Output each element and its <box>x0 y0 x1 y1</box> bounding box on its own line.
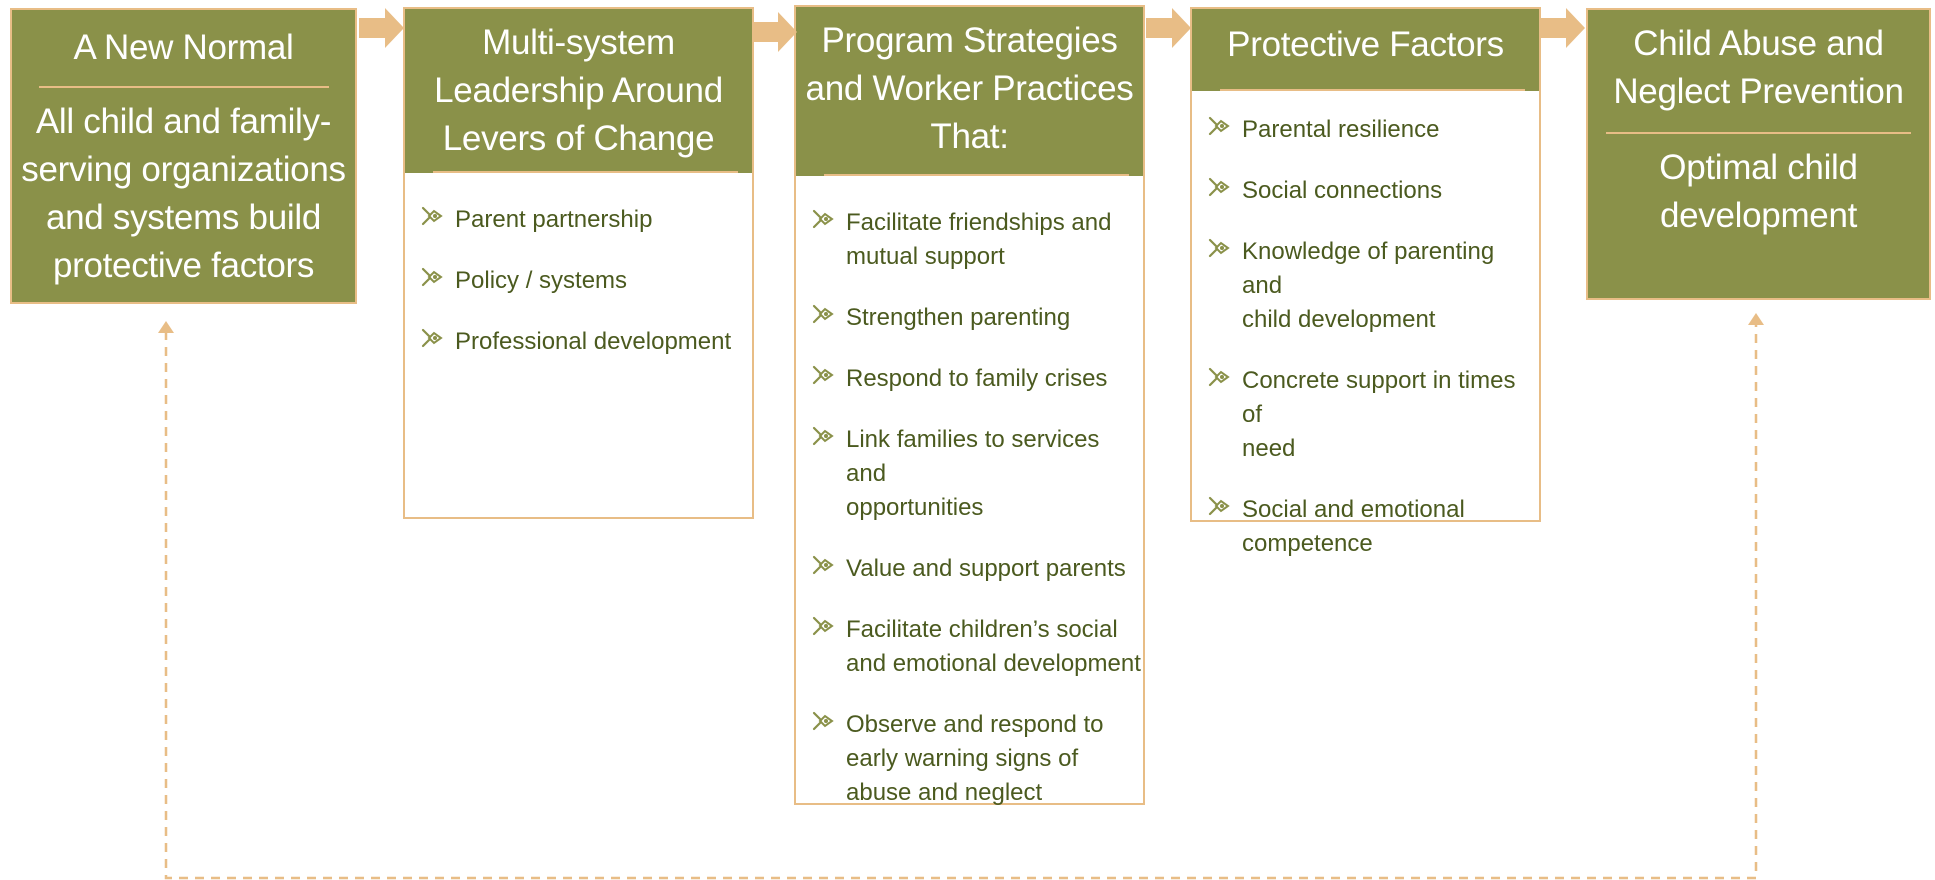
box-new-normal-body: All child and family- serving organizati… <box>12 88 355 290</box>
right-arrow-icon <box>1146 8 1191 48</box>
item-line: need <box>1242 435 1296 462</box>
pin-bullet-icon <box>1208 367 1230 387</box>
pin-bullet-icon <box>812 304 834 324</box>
body-line: protective factors <box>52 246 315 285</box>
pin-bullet-icon <box>421 267 443 287</box>
pin-bullet-icon <box>1208 116 1230 136</box>
list-item: Facilitate children’s social and emotion… <box>796 613 1143 681</box>
divider <box>38 86 329 88</box>
item-line: Professional development <box>455 328 732 355</box>
body-line: Optimal child <box>1659 148 1858 187</box>
pin-bullet-icon <box>812 555 834 575</box>
title-line: Protective Factors <box>1227 25 1504 64</box>
list-item: Professional development <box>405 325 752 359</box>
pin-bullet-icon <box>812 616 834 636</box>
pin-bullet-icon <box>1208 496 1230 516</box>
pin-bullet-icon <box>421 206 443 226</box>
item-line: child development <box>1242 306 1436 333</box>
list-item: Value and support parents <box>796 552 1143 586</box>
body-line: development <box>1659 196 1858 235</box>
body-line: All child and family- <box>35 102 332 141</box>
title-line: Levers of Change <box>442 119 715 158</box>
item-line: Facilitate children’s social <box>846 616 1118 643</box>
box-protective-factors: Protective Factors Parental resilience S… <box>1190 7 1541 557</box>
box-new-normal-title: A New Normal <box>73 28 294 67</box>
list-item: Policy / systems <box>405 264 752 298</box>
list-item: Parental resilience <box>1192 113 1539 147</box>
list-item: Parent partnership <box>405 203 752 237</box>
right-arrow-icon <box>752 12 797 52</box>
list-item: Link families to services and opportunit… <box>796 423 1143 525</box>
divider <box>433 171 738 173</box>
item-line: competence <box>1242 530 1373 557</box>
title-line: Leadership Around <box>434 71 723 110</box>
item-line: Social and emotional <box>1242 496 1465 523</box>
list-item: Concrete support in times of need <box>1192 364 1539 466</box>
pin-bullet-icon <box>1208 177 1230 197</box>
box-protective-header: Protective Factors <box>1192 9 1539 91</box>
pin-bullet-icon <box>1208 238 1230 258</box>
item-line: Strengthen parenting <box>846 304 1071 331</box>
item-line: Concrete support in times of <box>1242 367 1516 428</box>
box-prevention-title: Child Abuse and Neglect Prevention <box>1588 10 1929 116</box>
box-prevention: Child Abuse and Neglect Prevention Optim… <box>1586 8 1931 300</box>
pin-bullet-icon <box>812 209 834 229</box>
item-line: abuse and neglect <box>846 779 1043 806</box>
body-line: and systems build <box>45 198 322 237</box>
divider <box>824 174 1129 176</box>
item-line: Respond to family crises <box>846 365 1108 392</box>
title-line: Program Strategies <box>821 21 1118 60</box>
item-line: Observe and respond to <box>846 711 1104 738</box>
item-line: Value and support parents <box>846 555 1126 582</box>
list-item: Observe and respond to early warning sig… <box>796 708 1143 810</box>
title-line: Multi-system <box>482 23 675 62</box>
list-item: Social and emotional competence <box>1192 493 1539 561</box>
box-leadership: Multi-system Leadership Around Levers of… <box>403 7 754 519</box>
box-leadership-header: Multi-system Leadership Around Levers of… <box>405 9 752 173</box>
leadership-list: Parent partnership Policy / systems Prof… <box>405 173 752 359</box>
list-item: Knowledge of parenting and child develop… <box>1192 235 1539 337</box>
divider <box>1220 89 1525 91</box>
strategies-list: Facilitate friendships and mutual suppor… <box>796 176 1143 810</box>
right-arrow-icon <box>359 8 404 48</box>
box-new-normal: A New Normal All child and family- servi… <box>10 8 357 304</box>
list-item: Respond to family crises <box>796 362 1143 396</box>
feedback-loop-line <box>164 318 1758 880</box>
box-strategies-header: Program Strategies and Worker Practices … <box>796 7 1143 176</box>
body-line: serving organizations <box>21 150 346 189</box>
item-line: Social connections <box>1242 177 1443 204</box>
item-line: Policy / systems <box>455 267 628 294</box>
box-prevention-body: Optimal child development <box>1588 134 1929 240</box>
item-line: Knowledge of parenting and <box>1242 238 1495 299</box>
feedback-arrowhead-right-icon <box>1748 313 1764 325</box>
item-line: Facilitate friendships and <box>846 209 1112 236</box>
title-line: and Worker Practices <box>805 69 1134 108</box>
pin-bullet-icon <box>812 426 834 446</box>
item-line: early warning signs of <box>846 745 1079 772</box>
list-item: Strengthen parenting <box>796 301 1143 335</box>
right-arrow-icon <box>1540 8 1585 48</box>
list-item: Facilitate friendships and mutual suppor… <box>796 206 1143 274</box>
item-line: Parent partnership <box>455 206 653 233</box>
title-line: That: <box>930 117 1009 156</box>
pin-bullet-icon <box>812 365 834 385</box>
list-item: Social connections <box>1192 174 1539 208</box>
divider <box>1606 132 1911 134</box>
item-line: Link families to services and <box>846 426 1100 487</box>
feedback-arrowhead-left-icon <box>158 321 174 333</box>
protective-list: Parental resilience Social connections K… <box>1192 91 1539 561</box>
item-line: opportunities <box>846 494 984 521</box>
item-line: and emotional development <box>846 650 1141 677</box>
title-line: Child Abuse and <box>1633 24 1884 63</box>
box-strategies: Program Strategies and Worker Practices … <box>794 5 1145 806</box>
item-line: mutual support <box>846 243 1005 270</box>
title-line: Neglect Prevention <box>1613 72 1904 111</box>
pin-bullet-icon <box>421 328 443 348</box>
pin-bullet-icon <box>812 711 834 731</box>
item-line: Parental resilience <box>1242 116 1440 143</box>
